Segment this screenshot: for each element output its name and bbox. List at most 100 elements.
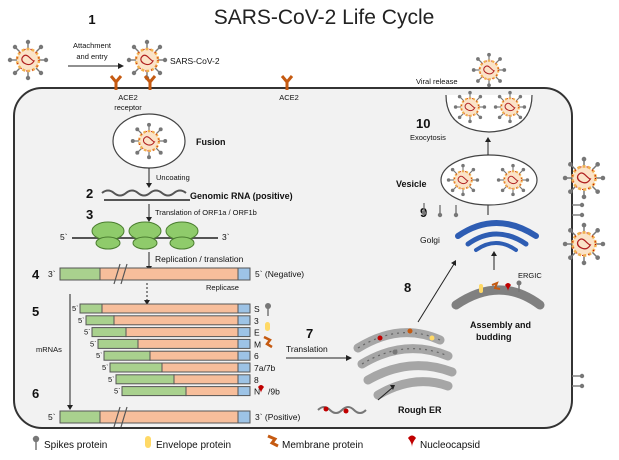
translation-label: Translation — [286, 344, 328, 354]
negative-label: 5` (Negative) — [255, 269, 304, 279]
diagram-title: SARS-CoV-2 Life Cycle — [214, 6, 435, 29]
nucleocapsid-icon — [258, 385, 264, 393]
positive-strand-bar — [59, 406, 251, 428]
mrna-leader — [97, 338, 139, 349]
exocytosis-label: Exocytosis — [410, 133, 446, 142]
assembly-label: Assembly and — [470, 320, 531, 330]
mrna-leader — [103, 350, 151, 361]
mrna-leader — [91, 327, 127, 338]
legend-membrane-icon — [267, 434, 279, 448]
mrna-body — [161, 362, 239, 373]
mrna-tail — [237, 350, 251, 361]
ace2-receptor-icon — [109, 75, 157, 90]
mrna-n-suffix: /9b — [268, 387, 280, 397]
mrna-label: 3 — [254, 316, 259, 326]
step-1-number: 1 — [88, 12, 95, 27]
mrna-leader — [115, 374, 175, 385]
mrna-body — [101, 303, 239, 314]
step-7-number: 7 — [306, 326, 313, 341]
mrna-label: N — [254, 387, 260, 397]
legend-spike-icon — [32, 435, 40, 450]
genomic-rna-strand — [101, 189, 187, 197]
virus-icon — [125, 38, 169, 82]
legend-envelope-label: Envelope protein — [156, 440, 231, 451]
and-entry-label: and entry — [76, 52, 108, 61]
ergic-compartment — [451, 285, 545, 310]
viral-release-label: Viral release — [416, 77, 458, 86]
mrna-leader — [121, 386, 187, 397]
legend-nucleocapsid-label: Nucleocapsid — [420, 440, 480, 451]
virus-icon — [445, 162, 481, 198]
virus-icon — [6, 38, 50, 82]
mrna-body — [173, 374, 239, 385]
mrna-row: 5` M — [90, 338, 261, 349]
genomic-rna-label: Genomic RNA (positive) — [190, 191, 293, 201]
mrna-leader — [109, 362, 163, 373]
mrna-leader — [79, 303, 103, 314]
membrane-protein-icon — [263, 335, 273, 349]
legend-envelope-icon — [145, 436, 151, 448]
spike-protein-icon — [265, 303, 271, 316]
mrna-five-prime: 5` — [72, 304, 79, 313]
replicase-label: Replicase — [206, 283, 239, 292]
golgi-label: Golgi — [420, 235, 440, 245]
three-prime-label: 3` — [222, 232, 230, 242]
mrna-tail — [237, 386, 251, 397]
step-4-number: 4 — [32, 267, 40, 282]
virus-icon — [561, 155, 607, 201]
ace2-membrane-label: ACE2 — [279, 93, 299, 102]
five-prime-label: 5` — [60, 232, 68, 242]
step-8-number: 8 — [404, 280, 411, 295]
positive-label: 3` (Positive) — [255, 412, 301, 422]
translation-orf-label: Translation of ORF1a / ORF1b — [155, 208, 257, 217]
mrna-five-prime: 5` — [90, 339, 97, 348]
mrna-five-prime: 5` — [114, 387, 121, 396]
fusion-label: Fusion — [196, 137, 226, 147]
rough-er-label: Rough ER — [398, 405, 442, 415]
mrna-label: 6 — [254, 351, 259, 361]
ribosome-icon — [91, 221, 199, 250]
positive-five-prime: 5` — [48, 412, 56, 422]
budding-label: budding — [476, 332, 512, 342]
step-10-number: 10 — [416, 116, 430, 131]
step-6-number: 6 — [32, 386, 39, 401]
ace2-receptor-icon — [280, 75, 294, 90]
mrna-tail — [237, 327, 251, 338]
mrna-row: 5`E — [84, 327, 260, 338]
virus-icon — [129, 121, 169, 161]
ace2-label: ACE2 — [118, 93, 138, 102]
mrna-tail — [237, 338, 251, 349]
mrna-label: 8 — [254, 375, 259, 385]
mrna-body — [149, 350, 239, 361]
mrna-label: S — [254, 304, 260, 314]
mrna-label: 7a/7b — [254, 363, 276, 373]
mrna-row: 5` N/9b — [114, 386, 280, 397]
golgi-apparatus — [455, 220, 539, 252]
mrna-leader — [85, 315, 115, 326]
mrna-body — [185, 386, 239, 397]
mrnas-label: mRNAs — [36, 345, 62, 354]
mrna-tail — [237, 315, 251, 326]
envelope-protein-icon — [265, 322, 270, 331]
replication-label: Replication / translation — [155, 254, 244, 264]
mrna-tail — [237, 362, 251, 373]
mrna-five-prime: 5` — [96, 351, 103, 360]
mrna-row: 5` S — [72, 303, 260, 314]
mrna-label: M — [254, 339, 261, 349]
ergic-label: ERGIC — [518, 271, 542, 280]
virus-icon — [452, 89, 488, 125]
er-to-golgi-arrow — [417, 263, 455, 323]
membrane-spike-icon — [421, 202, 585, 389]
mrna-body — [137, 338, 239, 349]
virus-icon — [470, 51, 508, 89]
attachment-label: Attachment — [73, 41, 112, 50]
receptor-label: receptor — [114, 103, 142, 112]
virus-icon — [492, 89, 528, 125]
mrna-five-prime: 5` — [102, 363, 109, 372]
rough-er — [353, 328, 457, 400]
uncoating-label: Uncoating — [156, 173, 190, 182]
mrna-row: 5` 7a/7b — [102, 362, 276, 373]
mrna-tail — [237, 303, 251, 314]
legend-membrane-label: Membrane protein — [282, 440, 363, 451]
